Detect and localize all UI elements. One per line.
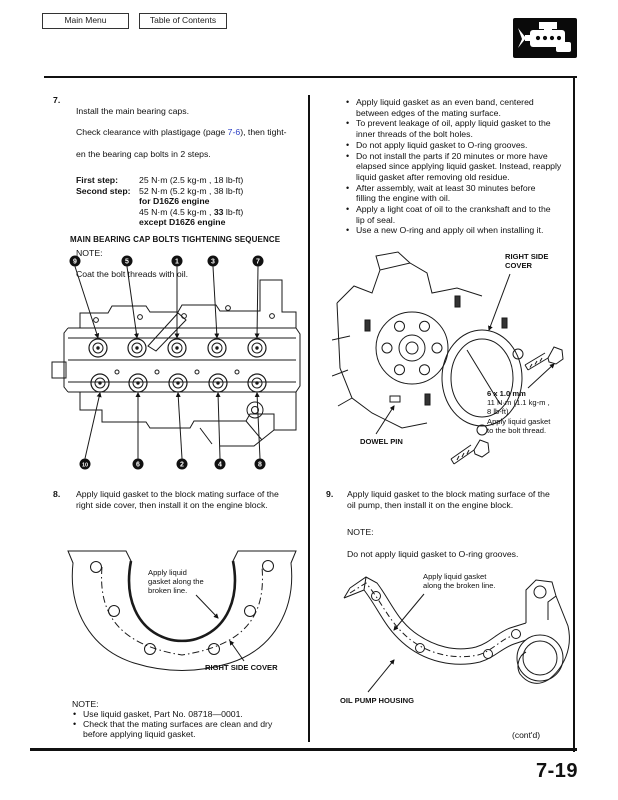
table-of-contents-label: Table of Contents [149, 15, 217, 25]
step9-note-text: Do not apply liquid gasket to O-ring gro… [347, 548, 519, 559]
right-side-cover-label: RIGHT SIDE COVER [205, 663, 278, 672]
step9-text: Apply liquid gasket to the block mating … [347, 489, 550, 510]
right-side-cover-install-diagram [332, 248, 572, 480]
bullet-item: Use a new O-ring and apply oil when inst… [345, 225, 567, 236]
bullet-item: Do not apply liquid gasket to O-ring gro… [345, 140, 567, 151]
svg-text:10: 10 [82, 462, 88, 468]
svg-text:9: 9 [73, 258, 77, 265]
second-step-engine: for D16Z6 engine [139, 196, 210, 207]
apply-gasket-callout-cover: Apply liquid gasket along the broken lin… [148, 568, 204, 596]
right-side-cover-callout: RIGHT SIDE COVER [505, 252, 549, 271]
torque-spec: First step:25 N·m (2.5 kg-m , 18 lb-ft) … [76, 175, 300, 228]
contd-label: (cont'd) [512, 730, 541, 740]
bearing-cap-sequence-diagram: 9 5 1 3 7 10 6 2 4 8 [50, 255, 302, 470]
bolt-spec-text: 11 N·m (1.1 kg-m , 8 lb-ft) Apply liquid… [487, 398, 551, 435]
first-step-label: First step: [76, 174, 118, 185]
page-top-border [44, 76, 577, 78]
page-bottom-border [30, 748, 577, 751]
step9-note-label: NOTE: [347, 527, 374, 538]
bullet-item: After assembly, wait at least 30 minutes… [345, 183, 567, 204]
engine-icon [518, 22, 571, 52]
bolt-size: 6 x 1.0 mm [487, 389, 526, 398]
second-step-label: Second step: [76, 185, 131, 196]
apply-gasket-callout-pump: Apply liquid gasket along the broken lin… [423, 572, 496, 591]
oil-pump-gasket-diagram [330, 568, 575, 718]
svg-text:7: 7 [256, 258, 260, 265]
liquid-gasket-bullet-list: Apply liquid gasket as an even band, cen… [345, 97, 567, 236]
bottom-note-item: Check that the mating surfaces are clean… [72, 719, 310, 739]
bullet-item: Apply liquid gasket as an even band, cen… [345, 97, 567, 118]
step7-text: Install the main bearing caps. Check cle… [76, 95, 300, 170]
page-number: 7-19 [535, 760, 578, 782]
step8-text: Apply liquid gasket to the block mating … [76, 489, 279, 510]
step7-note-label: NOTE: [76, 247, 103, 258]
step7-note: NOTE: Coat the bolt threads with oil. [76, 237, 300, 291]
step7-line2: Check clearance with plastigage (page 7-… [76, 127, 287, 138]
right-side-cover-gasket-diagram [58, 545, 306, 695]
bottom-note-label: NOTE: [72, 699, 99, 709]
alt-step-engine: except D16Z6 engine [139, 217, 226, 228]
step8-number: 8. [53, 489, 61, 499]
second-step-value: 52 N·m (5.2 kg-m , 38 lb-ft) [139, 185, 244, 196]
svg-text:2: 2 [180, 461, 184, 468]
step7-line3: en the bearing cap bolts in 2 steps. [76, 148, 211, 159]
svg-text:8: 8 [258, 461, 262, 468]
step7-line1: Install the main bearing caps. [76, 105, 190, 116]
step7-number: 7. [53, 95, 61, 105]
alt-step-value: 45 N·m (4.5 kg-m , 33 lb-ft) [139, 206, 244, 217]
bullet-item: Apply a light coat of oil to the cranksh… [345, 204, 567, 225]
step9-note: NOTE: Do not apply liquid gasket to O-ri… [347, 516, 569, 570]
first-step-value: 25 N·m (2.5 kg-m , 18 lb-ft) [139, 174, 244, 185]
svg-text:6: 6 [136, 461, 140, 468]
svg-text:1: 1 [175, 258, 179, 265]
step9-block: Apply liquid gasket to the block mating … [347, 489, 569, 570]
step9-number: 9. [326, 489, 334, 499]
main-menu-button[interactable]: Main Menu [42, 13, 129, 29]
bolt-spec-callout: 6 x 1.0 mm 11 N·m (1.1 kg-m , 8 lb-ft) A… [487, 389, 573, 435]
oil-pump-housing-label: OIL PUMP HOUSING [340, 696, 414, 705]
svg-text:5: 5 [125, 258, 129, 265]
step7-note-text: Coat the bolt threads with oil. [76, 269, 189, 279]
main-menu-label: Main Menu [64, 15, 107, 25]
step7-block: Install the main bearing caps. Check cle… [76, 95, 300, 290]
dowel-pin-callout: DOWEL PIN [360, 437, 403, 446]
page-7-6-link[interactable]: 7-6 [227, 127, 241, 138]
svg-text:4: 4 [218, 461, 222, 468]
bottom-note-item: Use liquid gasket, Part No. 08718—0001. [72, 709, 310, 719]
svg-text:3: 3 [211, 258, 215, 265]
table-of-contents-button[interactable]: Table of Contents [139, 13, 227, 29]
bottom-note-block: NOTE: Use liquid gasket, Part No. 08718—… [72, 699, 310, 739]
bottom-note-list: Use liquid gasket, Part No. 08718—0001.C… [72, 709, 310, 739]
bullet-item: Do not install the parts if 20 minutes o… [345, 151, 567, 183]
sequence-diagram-title: MAIN BEARING CAP BOLTS TIGHTENING SEQUEN… [70, 235, 281, 244]
engine-section-icon [513, 18, 577, 58]
page-right-border [573, 76, 575, 752]
column-divider [308, 95, 310, 742]
bullet-item: To prevent leakage of oil, apply liquid … [345, 118, 567, 139]
